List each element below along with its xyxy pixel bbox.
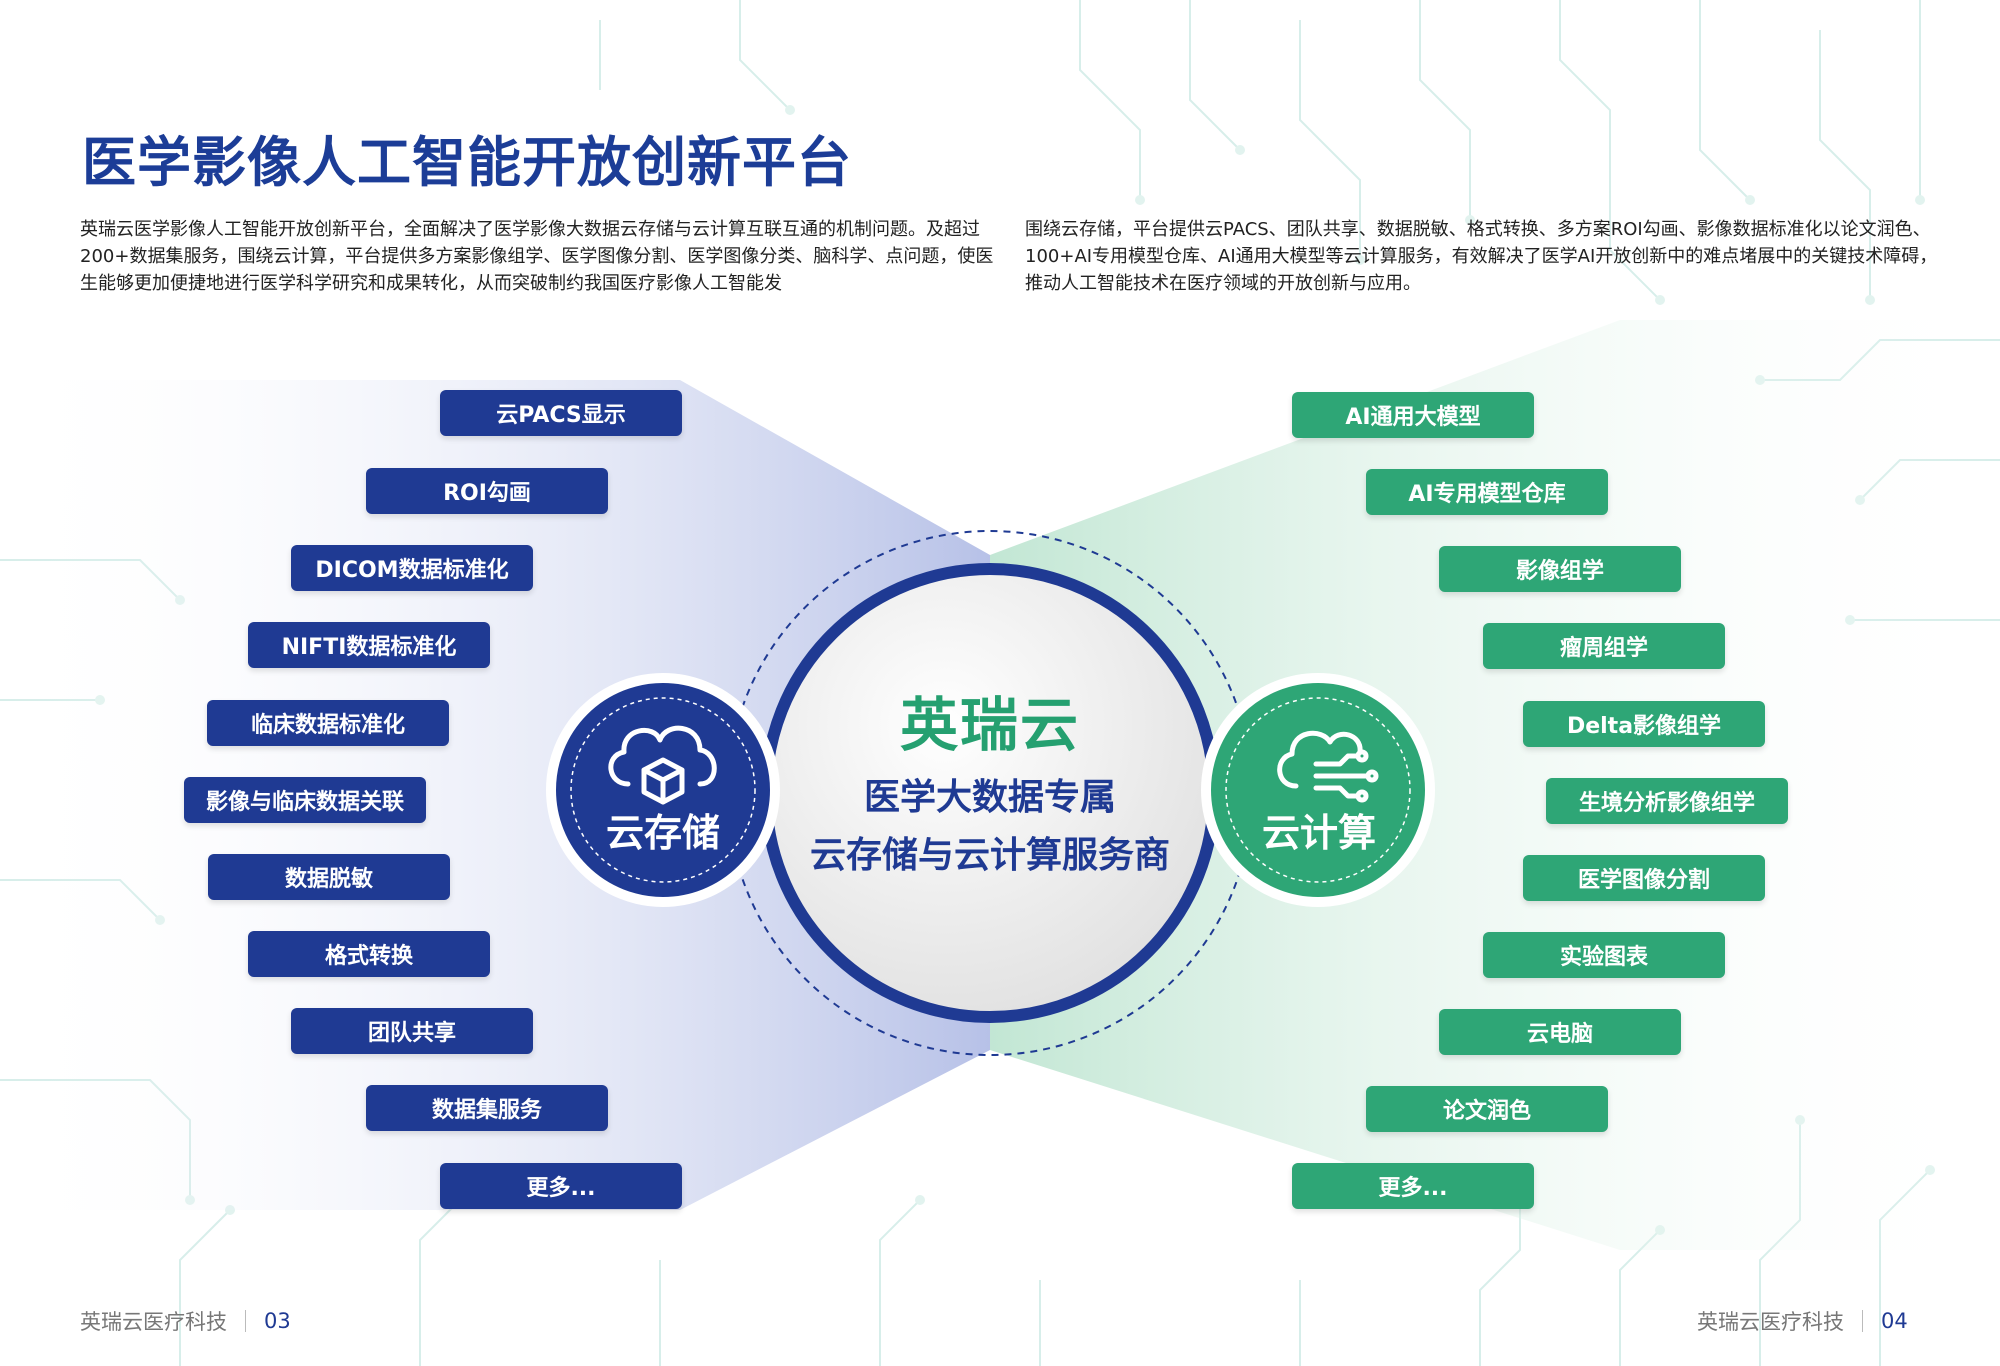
compute-item-peritumoral: 瘤周组学	[1483, 623, 1725, 669]
storage-item-nifti: NIFTI数据标准化	[248, 622, 490, 668]
intro-left-paragraph: 英瑞云医学影像人工智能开放创新平台，全面解决了医学影像大数据云存储与云计算互联互…	[80, 219, 994, 294]
storage-item-dicom: DICOM数据标准化	[291, 545, 533, 591]
footer-divider	[245, 1310, 246, 1332]
storage-item-dataset: 数据集服务	[366, 1085, 608, 1131]
storage-item-desensitize: 数据脱敏	[208, 854, 450, 900]
footer-company: 英瑞云医疗科技	[80, 1310, 227, 1334]
storage-item-pacs: 云PACS显示	[440, 390, 682, 436]
compute-item-cloud-pc: 云电脑	[1439, 1009, 1681, 1055]
footer-right: 英瑞云医疗科技 04	[1697, 1306, 1908, 1336]
compute-fan	[990, 320, 2000, 1250]
storage-item-link: 影像与临床数据关联	[184, 777, 426, 823]
storage-item-more: 更多...	[440, 1163, 682, 1209]
storage-item-team: 团队共享	[291, 1008, 533, 1054]
brand-name: 英瑞云	[899, 691, 1080, 759]
cloud-cube-icon	[608, 725, 717, 805]
center-tagline-2: 云存储与云计算服务商	[809, 835, 1170, 876]
compute-item-general-model: AI通用大模型	[1292, 392, 1534, 438]
compute-item-delta: Delta影像组学	[1523, 701, 1765, 747]
compute-item-model-repo: AI专用模型仓库	[1366, 469, 1608, 515]
storage-item-clinical: 临床数据标准化	[207, 700, 449, 746]
cloud-circuit-icon	[1277, 730, 1379, 803]
storage-fan	[0, 380, 990, 1210]
footer-divider	[1862, 1310, 1863, 1332]
compute-label: 云计算	[1261, 811, 1376, 855]
storage-item-format: 格式转换	[248, 931, 490, 977]
storage-item-roi: ROI勾画	[366, 468, 608, 514]
compute-item-segmentation: 医学图像分割	[1523, 855, 1765, 901]
storage-label: 云存储	[605, 811, 720, 855]
compute-item-radiomics: 影像组学	[1439, 546, 1681, 592]
footer-company: 英瑞云医疗科技	[1697, 1310, 1844, 1334]
page-number: 04	[1881, 1309, 1908, 1333]
compute-item-charts: 实验图表	[1483, 932, 1725, 978]
page-number: 03	[264, 1309, 291, 1333]
page-title: 医学影像人工智能开放创新平台	[82, 131, 852, 194]
compute-item-polish: 论文润色	[1366, 1086, 1608, 1132]
center-tagline-1: 医学大数据专属	[863, 777, 1116, 818]
compute-item-habitat: 生境分析影像组学	[1546, 778, 1788, 824]
compute-item-more: 更多...	[1292, 1163, 1534, 1209]
footer-left: 英瑞云医疗科技 03	[80, 1306, 291, 1336]
intro-right-paragraph: 围绕云存储，平台提供云PACS、团队共享、数据脱敏、格式转换、多方案ROI勾画、…	[1025, 219, 1938, 294]
